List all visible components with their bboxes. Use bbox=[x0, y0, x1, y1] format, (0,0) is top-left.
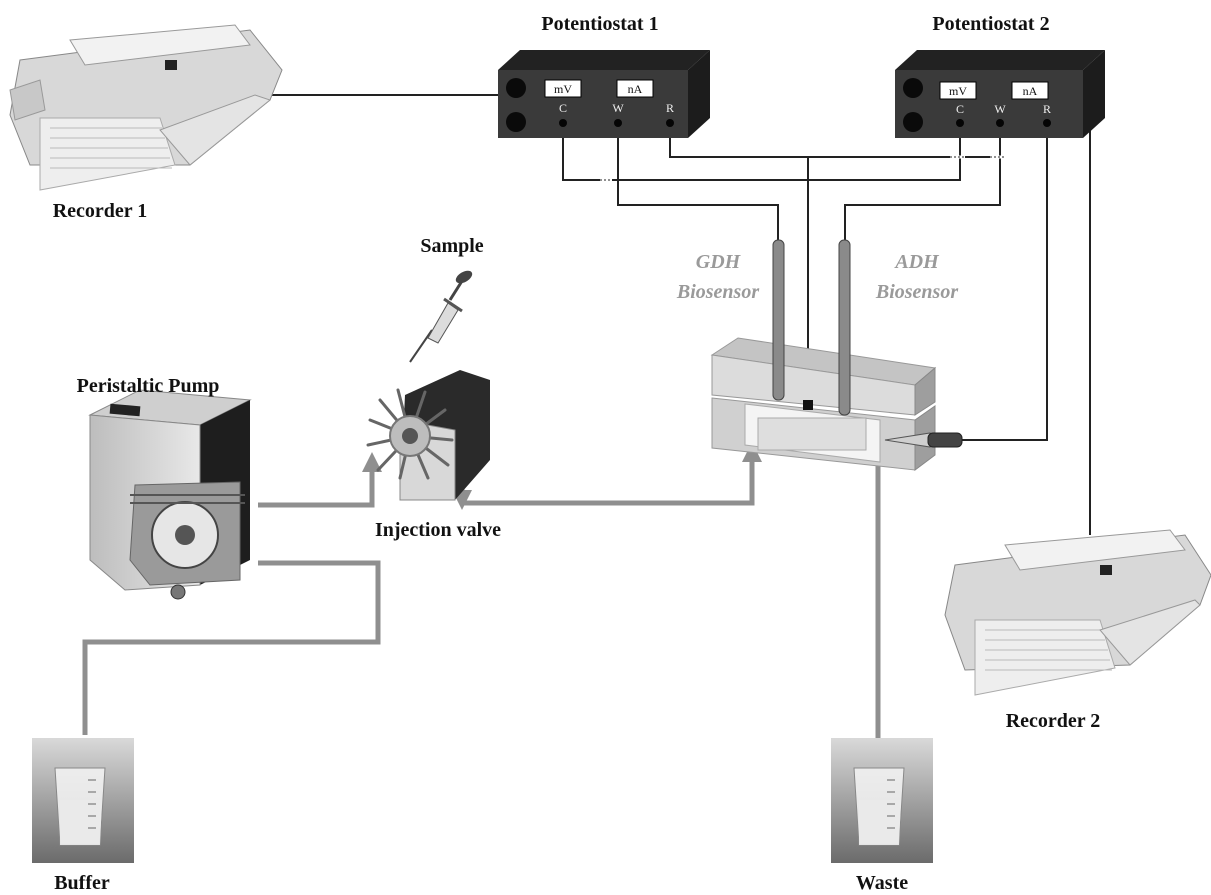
mv-display-label: mV bbox=[949, 84, 967, 98]
recorder-icon bbox=[10, 25, 282, 190]
tube-pump-to-valve bbox=[258, 462, 372, 505]
potentiostat-icon bbox=[498, 50, 710, 138]
adh-biosensor-label-line2: Biosensor bbox=[875, 281, 958, 303]
terminal-w-label: W bbox=[612, 101, 624, 115]
terminal-r-label: R bbox=[666, 101, 674, 115]
pump-label: Peristaltic Pump bbox=[77, 375, 220, 397]
knob-icon bbox=[903, 112, 923, 132]
waste-beaker bbox=[831, 738, 933, 863]
recorder-1-label: Recorder 1 bbox=[53, 200, 148, 222]
terminal-r-label: R bbox=[1043, 102, 1051, 116]
valve-label: Injection valve bbox=[375, 519, 501, 541]
potentiostat-2: mV nA C W R bbox=[895, 50, 1105, 138]
sample-syringe bbox=[410, 268, 474, 362]
sample-label: Sample bbox=[420, 235, 483, 257]
adh-biosensor-label-line1: ADH bbox=[893, 251, 940, 273]
buffer-label: Buffer bbox=[54, 872, 110, 894]
wire-p2-w bbox=[845, 123, 1000, 245]
peristaltic-pump-icon bbox=[90, 390, 250, 599]
terminal-c-label: C bbox=[956, 102, 964, 116]
recorder-2-label: Recorder 2 bbox=[1006, 710, 1101, 732]
recorder-2 bbox=[945, 530, 1211, 695]
terminal-c bbox=[559, 119, 567, 127]
reference-electrode bbox=[803, 400, 813, 410]
potentiostat-1: mV nA C W R bbox=[498, 50, 710, 138]
gdh-biosensor-label-line1: GDH bbox=[696, 251, 742, 273]
wires bbox=[270, 95, 1090, 535]
knob-icon bbox=[506, 112, 526, 132]
terminal-c-label: C bbox=[559, 101, 567, 115]
potentiostat-1-label: Potentiostat 1 bbox=[541, 13, 658, 35]
wire-p2-r bbox=[960, 123, 1047, 440]
knob-icon bbox=[506, 78, 526, 98]
potentiostat-2-label: Potentiostat 2 bbox=[932, 13, 1049, 35]
recorder-icon bbox=[945, 530, 1211, 695]
adh-electrode bbox=[839, 240, 850, 415]
injection-valve bbox=[368, 370, 490, 500]
beaker-icon bbox=[831, 738, 933, 863]
mv-display-label: mV bbox=[554, 82, 572, 96]
terminal-w bbox=[996, 119, 1004, 127]
beaker-icon bbox=[32, 738, 134, 863]
wire-p1-w bbox=[618, 123, 778, 245]
terminal-w bbox=[614, 119, 622, 127]
syringe-icon bbox=[410, 268, 474, 362]
waste-label: Waste bbox=[856, 872, 908, 894]
na-display-label: nA bbox=[628, 82, 643, 96]
buffer-beaker bbox=[32, 738, 134, 863]
knob-icon bbox=[903, 78, 923, 98]
gdh-biosensor-label-line2: Biosensor bbox=[676, 281, 759, 303]
na-display-label: nA bbox=[1023, 84, 1038, 98]
terminal-r bbox=[666, 119, 674, 127]
tube-valve-to-cell bbox=[462, 452, 752, 503]
recorder-1 bbox=[10, 25, 282, 190]
injection-valve-icon bbox=[368, 370, 490, 500]
gdh-electrode bbox=[773, 240, 784, 400]
flow-cell bbox=[712, 240, 962, 470]
flow-cell-icon bbox=[712, 338, 935, 470]
peristaltic-pump bbox=[90, 390, 250, 599]
terminal-r bbox=[1043, 119, 1051, 127]
terminal-w-label: W bbox=[994, 102, 1006, 116]
terminal-c bbox=[956, 119, 964, 127]
